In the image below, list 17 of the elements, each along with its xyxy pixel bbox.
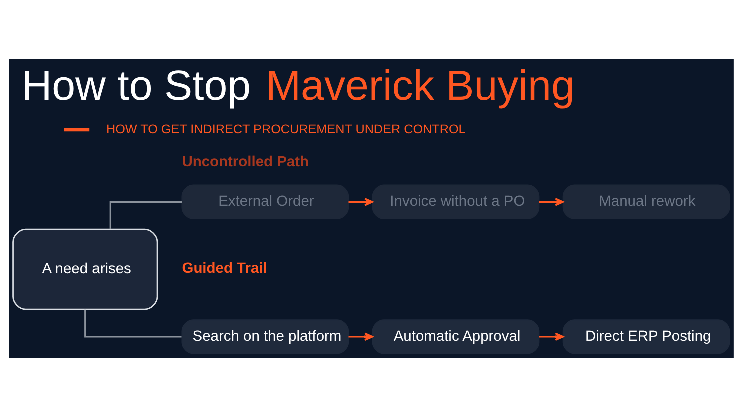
arrow	[348, 332, 374, 342]
node-box: Manual rework	[562, 184, 730, 220]
arrow	[539, 332, 564, 342]
arrow	[348, 198, 374, 206]
label: HOW TO GET INDIRECT PROCUREMENT UNDER CONTROL	[106, 122, 466, 136]
label: Guided Trail	[182, 260, 268, 277]
diagram-title: How to Stop Maverick Buying	[22, 62, 575, 110]
node-box: Search on the platform	[182, 320, 350, 354]
node-box: External Order	[182, 184, 350, 220]
arrow	[539, 198, 564, 206]
label: Uncontrolled Path	[182, 154, 310, 171]
node-box: Direct ERP Posting	[562, 320, 730, 354]
node-box: A need arises	[12, 228, 158, 310]
node-box: Invoice without a PO	[372, 184, 540, 220]
connector	[84, 310, 182, 338]
node-box: Automatic Approval	[372, 320, 540, 354]
connector	[110, 201, 182, 230]
